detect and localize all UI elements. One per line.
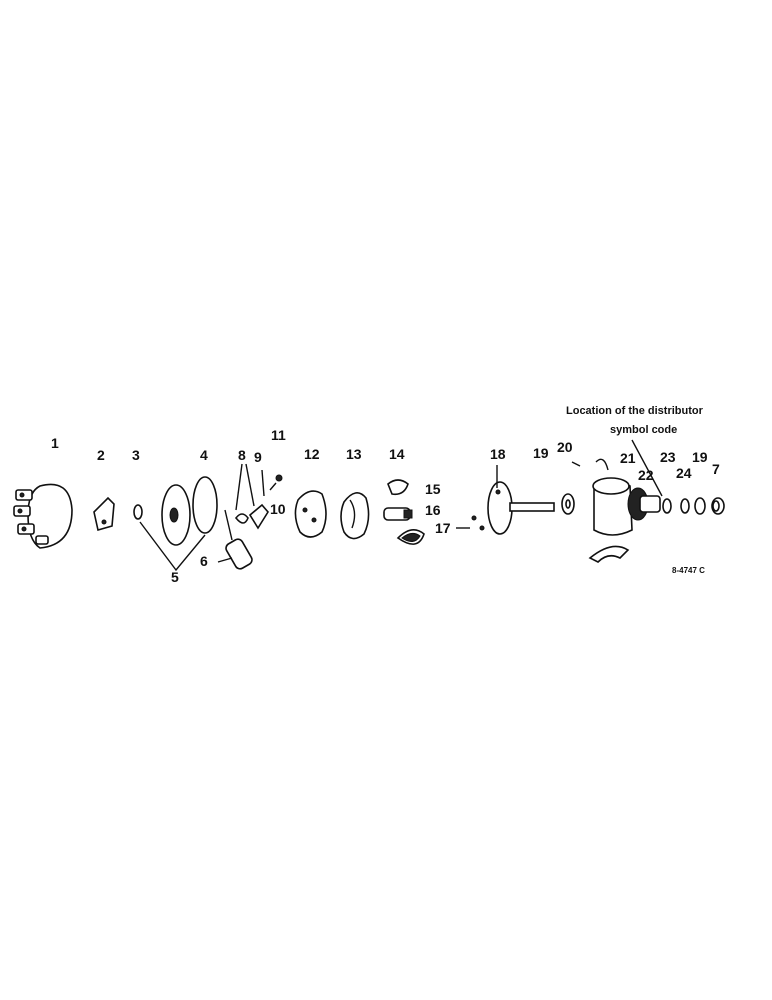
label-19a: 19 xyxy=(533,445,549,461)
part-rotor xyxy=(93,496,115,532)
part-breaker-points xyxy=(234,463,283,530)
label-5: 5 xyxy=(171,569,179,585)
part-housing-21 xyxy=(592,477,633,536)
part-shaft-18 xyxy=(487,465,555,535)
part-plate-13 xyxy=(340,492,370,540)
label-4: 4 xyxy=(200,447,208,463)
label-24: 24 xyxy=(676,465,692,481)
label-18: 18 xyxy=(490,446,506,462)
part-cam-15 xyxy=(383,507,413,521)
label-12: 12 xyxy=(304,446,320,462)
part-plate xyxy=(161,484,191,546)
part-breaker-plate xyxy=(294,490,327,538)
part-washer-24 xyxy=(680,498,690,514)
pointer-5 xyxy=(139,521,206,572)
part-gear-22 xyxy=(627,487,661,521)
drawing-code: 8-4747 C xyxy=(672,566,705,575)
part-gasket-4 xyxy=(192,476,218,534)
part-washer-19b xyxy=(694,497,706,515)
label-8: 8 xyxy=(238,447,246,463)
part-weight-16 xyxy=(396,529,425,545)
label-17: 17 xyxy=(435,520,451,536)
label-2: 2 xyxy=(97,447,105,463)
part-distributor-cap xyxy=(13,483,73,549)
label-6: 6 xyxy=(200,553,208,569)
label-13: 13 xyxy=(346,446,362,462)
label-15: 15 xyxy=(425,481,441,497)
part-cap-7 xyxy=(711,497,725,515)
part-condenser xyxy=(217,509,253,570)
part-weight-14 xyxy=(387,479,409,496)
part-washer-23 xyxy=(662,498,672,514)
part-washer-3 xyxy=(133,504,143,520)
label-21: 21 xyxy=(620,450,636,466)
label-19b: 19 xyxy=(692,449,708,465)
label-23: 23 xyxy=(660,449,676,465)
part-bracket xyxy=(588,545,630,563)
label-16: 16 xyxy=(425,502,441,518)
label-22: 22 xyxy=(638,467,654,483)
symbol-code-note-line1: Location of the distributor xyxy=(566,405,704,417)
symbol-code-note-line2: symbol code xyxy=(610,424,677,436)
label-20: 20 xyxy=(557,439,573,455)
label-3: 3 xyxy=(132,447,140,463)
label-9: 9 xyxy=(254,449,262,465)
symbol-code-pointer xyxy=(631,439,663,497)
part-pins-17 xyxy=(456,515,485,531)
part-clip-20 xyxy=(571,458,609,471)
label-14: 14 xyxy=(389,446,405,462)
label-11: 11 xyxy=(271,427,286,443)
label-7: 7 xyxy=(712,461,720,477)
label-10: 10 xyxy=(270,501,286,517)
part-washer-19 xyxy=(561,493,575,515)
label-1: 1 xyxy=(51,435,59,451)
